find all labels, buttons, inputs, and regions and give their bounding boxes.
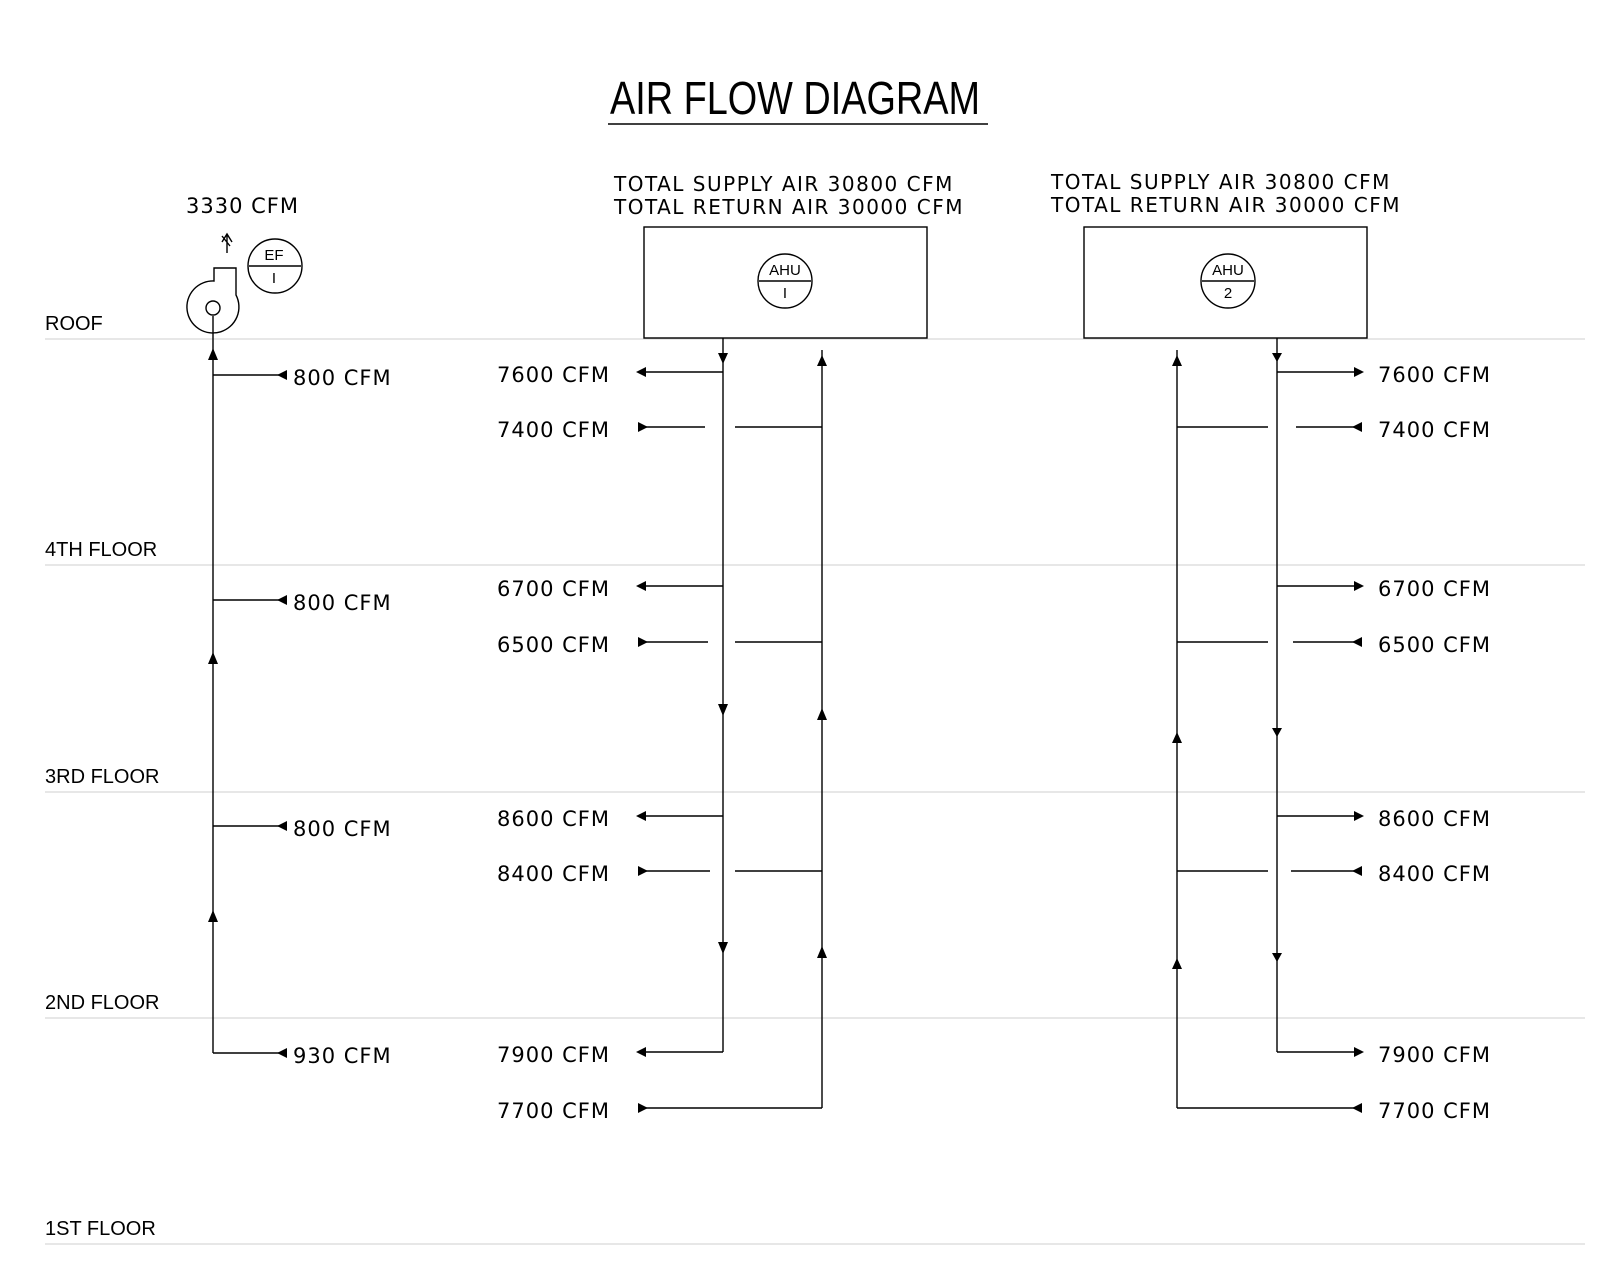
ahu2-supply-arrow [1354, 1047, 1364, 1057]
ahu1-supply-cfm: 8600 CFM [497, 807, 610, 831]
ahu1-return-cfm: 8400 CFM [497, 862, 610, 886]
ahu2-supply-down-arrow [1272, 353, 1282, 362]
ahu2-supply-cfm: 7900 CFM [1378, 1043, 1491, 1067]
ahu2-total-return: TOTAL RETURN AIR 30000 CFM [1050, 193, 1401, 217]
exhaust-fan-group: 3330 CFM EF I 800 CFM 800 CFM 800 CFM 93… [186, 194, 392, 1068]
ahu2-supply-arrow [1354, 367, 1364, 377]
ef-total-cfm: 3330 CFM [186, 194, 299, 218]
ef-branch-arrow [277, 370, 287, 380]
ahu1-return-cfm: 6500 CFM [497, 633, 610, 657]
ef-branch-cfm: 930 CFM [293, 1044, 392, 1068]
ahu1-return-up-arrow [817, 708, 827, 720]
ef-branch-arrow [277, 821, 287, 831]
ahu1-tag-bottom: I [783, 285, 787, 302]
ahu1-supply-cfm: 7900 CFM [497, 1043, 610, 1067]
ahu1-supply-arrow [636, 367, 646, 377]
ef-riser-arrow [208, 910, 218, 922]
ahu2-return-arrow [1352, 866, 1362, 876]
ef-tag: EF I [247, 238, 303, 294]
ahu1-supply-down-arrow [718, 353, 728, 364]
ahu2-return-up-arrow [1172, 958, 1182, 969]
ahu1-return-arrow [638, 422, 648, 432]
ahu2-return-arrow [1352, 1103, 1362, 1113]
floor-label-4th: 4TH FLOOR [45, 539, 157, 561]
ahu1-return-arrow [638, 637, 648, 647]
ahu1-total-return: TOTAL RETURN AIR 30000 CFM [613, 195, 964, 219]
ef-branch-arrow [277, 1048, 287, 1058]
ef-branch-cfm: 800 CFM [293, 817, 392, 841]
ahu2-supply-cfm: 6700 CFM [1378, 577, 1491, 601]
ahu2-return-arrow [1352, 637, 1362, 647]
ahu1-supply-arrow [636, 1047, 646, 1057]
ahu2-supply-cfm: 7600 CFM [1378, 363, 1491, 387]
ahu2-unit-box [1083, 226, 1368, 339]
ef-branch-cfm: 800 CFM [293, 366, 392, 390]
ahu1-return-cfm: 7400 CFM [497, 418, 610, 442]
ahu1-return-arrow [638, 1103, 648, 1113]
ahu1-return-cfm: 7700 CFM [497, 1099, 610, 1123]
floor-label-1st: 1ST FLOOR [45, 1218, 156, 1240]
ahu2-return-arrow [1352, 422, 1362, 432]
ef-branch-arrow [277, 595, 287, 605]
ahu1-return-up-arrow [817, 355, 827, 366]
ef-tag-top: EF [264, 247, 283, 264]
ahu1-tag: AHU I [757, 253, 813, 309]
fan-icon [186, 267, 240, 334]
ef-tag-bottom: I [272, 270, 276, 287]
ahu2-supply-cfm: 8600 CFM [1378, 807, 1491, 831]
ahu2-group: TOTAL SUPPLY AIR 30800 CFM TOTAL RETURN … [1050, 170, 1491, 1123]
ef-riser-arrow [208, 348, 218, 360]
ahu1-supply-cfm: 7600 CFM [497, 363, 610, 387]
floor-label-2nd: 2ND FLOOR [45, 992, 159, 1014]
ahu1-supply-cfm: 6700 CFM [497, 577, 610, 601]
ahu2-return-up-arrow [1172, 355, 1182, 366]
ahu1-tag-top: AHU [769, 262, 801, 279]
fan-hub-icon [205, 300, 221, 316]
ahu1-supply-arrow [636, 811, 646, 821]
ahu2-return-cfm: 8400 CFM [1378, 862, 1491, 886]
ahu1-return-arrow [638, 866, 648, 876]
floor-label-3rd: 3RD FLOOR [45, 766, 159, 788]
ahu1-supply-down-arrow [718, 704, 728, 716]
ahu2-return-up-arrow [1172, 732, 1182, 743]
ef-riser-arrow [208, 652, 218, 664]
diagram-title: AIR FLOW DIAGRAM [610, 72, 980, 124]
ahu2-supply-arrow [1354, 581, 1364, 591]
ahu2-supply-arrow [1354, 811, 1364, 821]
ahu2-total-supply: TOTAL SUPPLY AIR 30800 CFM [1050, 170, 1391, 194]
ahu1-total-supply: TOTAL SUPPLY AIR 30800 CFM [613, 172, 954, 196]
fan-discharge-arrow [221, 232, 233, 253]
ahu1-group: TOTAL SUPPLY AIR 30800 CFM TOTAL RETURN … [497, 172, 964, 1123]
ahu2-supply-down-arrow [1272, 953, 1282, 962]
ahu1-unit-box [643, 226, 928, 339]
floor-label-roof: ROOF [45, 313, 103, 335]
ahu1-supply-down-arrow [718, 942, 728, 954]
ahu1-return-up-arrow [817, 946, 827, 958]
ahu2-return-cfm: 7400 CFM [1378, 418, 1491, 442]
ef-branch-cfm: 800 CFM [293, 591, 392, 615]
ahu2-return-cfm: 7700 CFM [1378, 1099, 1491, 1123]
ahu2-tag: AHU 2 [1200, 253, 1256, 309]
ahu2-return-cfm: 6500 CFM [1378, 633, 1491, 657]
ahu2-supply-down-arrow [1272, 728, 1282, 737]
ahu2-tag-bottom: 2 [1224, 285, 1232, 302]
ahu1-supply-arrow [636, 581, 646, 591]
ahu2-tag-top: AHU [1212, 262, 1244, 279]
